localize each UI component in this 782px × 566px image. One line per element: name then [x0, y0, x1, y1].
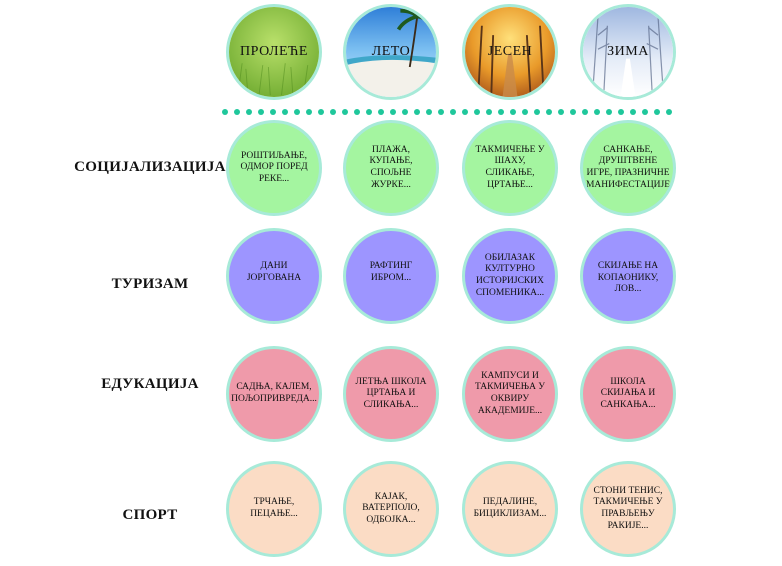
row-label-socialization: СОЦИЈАЛИЗАЦИЈА [74, 159, 226, 175]
cell-sport-autumn: ПЕДАЛИНЕ, БИЦИКЛИЗАМ... [462, 461, 558, 557]
season-label-autumn: ЈЕСЕН [487, 44, 533, 59]
cell-socialization-winter: САНКАЊЕ, ДРУШТВЕНЕ ИГРЕ, ПРАЗНИЧНЕ МАНИФ… [580, 120, 676, 216]
autumn-forest-image [465, 7, 555, 97]
cell-socialization-autumn: ТАКМИЧЕЊЕ У ШАХУ, СЛИКАЊЕ, ЦРТАЊЕ... [462, 120, 558, 216]
grass-image [229, 7, 319, 97]
cell-education-autumn: КАМПУСИ И ТАКМИЧЕЊА У ОКВИРУ АКАДЕМИЈЕ..… [462, 346, 558, 442]
cell-socialization-summer: ПЛАЖА, КУПАЊЕ, СПОЉНЕ ЖУРКЕ... [343, 120, 439, 216]
cell-tourism-spring: ДАНИ ЈОРГОВАНА [226, 228, 322, 324]
cell-socialization-spring: РОШТИЉАЊЕ, ОДМОР ПОРЕД РЕКЕ... [226, 120, 322, 216]
season-autumn: ЈЕСЕН [462, 4, 558, 100]
season-label-spring: ПРОЛЕЋЕ [240, 44, 308, 59]
season-summer: ЛЕТО [343, 4, 439, 100]
cell-tourism-winter: СКИЈАЊЕ НА КОПАОНИКУ, ЛОВ... [580, 228, 676, 324]
season-label-summer: ЛЕТО [371, 44, 411, 59]
cell-tourism-summer: РАФТИНГ ИБРОМ... [343, 228, 439, 324]
row-label-sport: СПОРТ [122, 507, 178, 523]
dotted-divider [222, 107, 672, 117]
beach-image [346, 7, 436, 97]
cell-education-winter: ШКОЛА СКИЈАЊА И САНКАЊА... [580, 346, 676, 442]
cell-tourism-autumn: ОБИЛАЗАК КУЛТУРНО ИСТОРИЈСКИХ СПОМЕНИКА.… [462, 228, 558, 324]
cell-sport-winter: СТОНИ ТЕНИС, ТАКМИЧЕЊЕ У ПРАВЉЕЊУ РАКИЈЕ… [580, 461, 676, 557]
row-label-tourism: ТУРИЗАМ [111, 276, 189, 292]
cell-sport-summer: КАЈАК, ВАТЕРПОЛО, ОДБОЈКА... [343, 461, 439, 557]
season-winter: ЗИМА [580, 4, 676, 100]
snowy-forest-image [583, 7, 673, 97]
cell-education-summer: ЛЕТЊА ШКОЛА ЦРТАЊА И СЛИКАЊА... [343, 346, 439, 442]
cell-education-spring: САДЊА, КАЛЕМ, ПОЉОПРИВРЕДА... [226, 346, 322, 442]
row-label-education: ЕДУКАЦИЈА [101, 376, 199, 392]
cell-sport-spring: ТРЧАЊЕ, ПЕЦАЊЕ... [226, 461, 322, 557]
season-label-winter: ЗИМА [607, 44, 649, 59]
season-spring: ПРОЛЕЋЕ [226, 4, 322, 100]
